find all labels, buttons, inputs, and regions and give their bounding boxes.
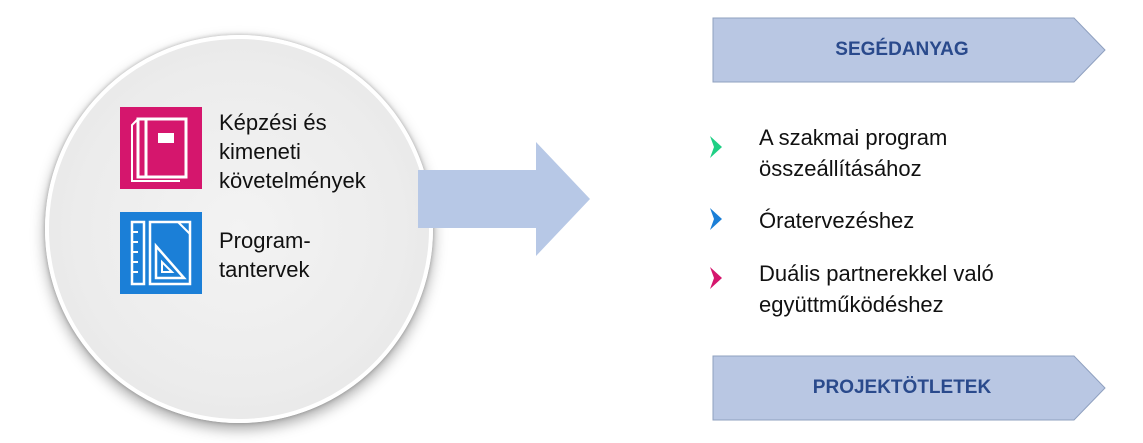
book-icon	[120, 107, 202, 189]
source-circle	[45, 35, 433, 423]
banner-projektotletek: PROJEKTÖTLETEK	[712, 355, 1107, 421]
icon-label-requirements: Képzési és kimeneti követelmények	[219, 110, 366, 193]
list-item-dual-partners: Duális partnerekkel való együttműködéshe…	[759, 261, 994, 317]
banner-segedanyag: SEGÉDANYAG	[712, 17, 1107, 83]
banner-label: SEGÉDANYAG	[835, 39, 969, 60]
list-item-lesson-planning: Óratervezéshez	[759, 208, 915, 233]
chevron-bullet-icon	[706, 206, 726, 232]
chevron-bullet-icon	[706, 265, 726, 291]
flow-arrow	[418, 142, 593, 262]
banner-label: PROJEKTÖTLETEK	[812, 377, 992, 398]
chevron-bullet-icon	[706, 134, 726, 160]
icon-label-curricula: Program- tantervek	[219, 228, 311, 282]
list-item-program: A szakmai program összeállításához	[759, 125, 948, 181]
ruler-triangle-icon	[120, 212, 202, 294]
